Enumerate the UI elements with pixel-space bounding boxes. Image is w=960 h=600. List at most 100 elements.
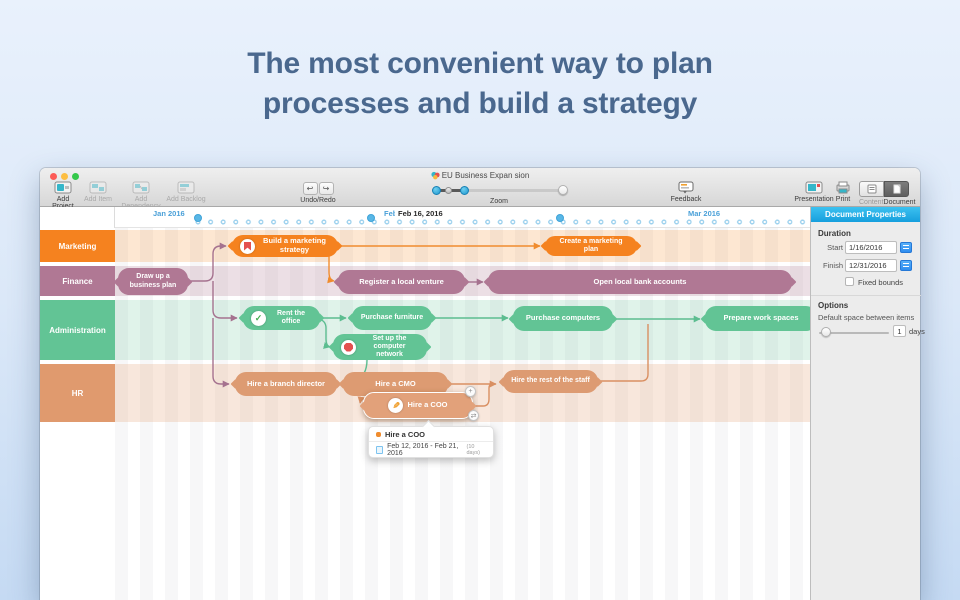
task-info-popup: Hire a COO Feb 12, 2016 - Feb 21, 2016 (…: [368, 420, 494, 458]
redo-icon: ↪: [322, 184, 330, 193]
timeline-marker[interactable]: [194, 214, 202, 222]
popup-date-range: Feb 12, 2016 - Feb 21, 2016: [387, 442, 459, 457]
zoom-knob[interactable]: [558, 185, 568, 195]
zoom-range-grip[interactable]: [445, 187, 452, 194]
redo-button[interactable]: ↪: [318, 182, 334, 195]
headline-line-2: processes and build a strategy: [262, 87, 698, 120]
add-backlog-button: Add Backlog: [166, 181, 206, 203]
add-item-button: Add Item: [82, 181, 114, 203]
task-node-prepare-spaces[interactable]: Prepare work spaces: [705, 306, 810, 331]
spacing-label: Default space between items: [818, 313, 915, 322]
task-node-hire-rest[interactable]: Hire the rest of the staff: [503, 370, 598, 393]
finish-calendar-button[interactable]: [900, 260, 912, 271]
lane-header-administration[interactable]: Administration: [40, 300, 115, 360]
link-task-button[interactable]: ⇄: [468, 410, 479, 421]
marketing-headline: The most convenient way to plan processe…: [0, 44, 960, 124]
popup-title-row: Hire a COO: [369, 427, 493, 442]
app-window: EU Business Expan sion Add Project Add I…: [40, 168, 925, 600]
add-project-button[interactable]: Add Project: [46, 181, 80, 210]
zoom-slider[interactable]: [432, 185, 568, 195]
plan-canvas[interactable]: Build a marketing strategy Create a mark…: [115, 228, 810, 600]
document-properties-panel: Document Properties Duration Start Finis…: [810, 207, 925, 600]
spacing-value-field[interactable]: [893, 325, 906, 337]
zoom-range-end-handle[interactable]: [460, 186, 469, 195]
popup-date-row: Feb 12, 2016 - Feb 21, 2016 (10 days): [369, 442, 493, 457]
document-icon: [893, 184, 900, 194]
check-icon: ✓: [251, 310, 266, 326]
zoom-label: Zoom: [490, 198, 508, 205]
app-icon: [431, 171, 440, 180]
lane-band-administration: [115, 300, 810, 360]
options-section-label: Options: [818, 301, 849, 310]
feedback-button[interactable]: Feedback: [666, 181, 706, 203]
add-dependency-button: Add Dependency: [116, 181, 166, 210]
content-tab[interactable]: [859, 181, 884, 197]
lane-header-finance[interactable]: Finance: [40, 266, 115, 296]
undo-icon: ↩: [306, 184, 314, 193]
task-node-create-plan[interactable]: Create a marketing plan: [545, 236, 637, 256]
feedback-icon: [678, 181, 694, 194]
add-item-icon: [89, 181, 107, 194]
zoom-range-start-handle[interactable]: [432, 186, 441, 195]
content-icon: [867, 184, 876, 194]
task-node-hire-director[interactable]: Hire a branch director: [235, 372, 337, 396]
spacing-slider[interactable]: [819, 332, 889, 334]
calendar-icon: [903, 245, 909, 250]
window-chrome: EU Business Expan sion Add Project Add I…: [40, 168, 920, 210]
timeline-date-tooltip: Feb 16, 2016: [395, 208, 446, 219]
task-node-open-accounts[interactable]: Open local bank accounts: [488, 270, 792, 294]
print-icon: [836, 181, 850, 194]
lane-header-hr[interactable]: HR: [40, 364, 115, 422]
task-node-build-strategy[interactable]: Build a marketing strategy: [232, 235, 338, 257]
task-node-hire-coo[interactable]: ✎ Hire a COO: [363, 392, 473, 419]
timeline-marker[interactable]: [367, 214, 375, 222]
traffic-lights: [50, 173, 79, 180]
start-label: Start: [827, 243, 843, 252]
start-calendar-button[interactable]: [900, 242, 912, 253]
zoom-window-button[interactable]: [72, 173, 79, 180]
timeline-marker[interactable]: [556, 214, 564, 222]
task-node-setup-network[interactable]: Set up the computer network: [333, 334, 427, 360]
task-node-rent-office[interactable]: ✓ Rent the office: [243, 306, 320, 330]
dependency-lines: [187, 242, 701, 407]
window-title: EU Business Expan sion: [40, 171, 920, 180]
lane-header-column: Marketing Finance Administration HR: [40, 228, 115, 600]
swap-icon: ⇄: [470, 412, 477, 420]
print-button[interactable]: Print: [830, 181, 856, 203]
presentation-button[interactable]: Presentation: [788, 181, 840, 203]
minimize-button[interactable]: [61, 173, 68, 180]
close-button[interactable]: [50, 173, 57, 180]
calendar-icon: [376, 445, 384, 454]
add-project-icon: [54, 181, 72, 194]
task-color-dot: [376, 431, 381, 437]
lane-header-marketing[interactable]: Marketing: [40, 230, 115, 262]
finish-date-field[interactable]: [845, 259, 897, 272]
view-mode-segment: Content Document: [858, 181, 915, 206]
task-node-purchase-furniture[interactable]: Purchase furniture: [352, 306, 432, 330]
undo-button[interactable]: ↩: [302, 182, 318, 195]
duration-section-label: Duration: [818, 229, 851, 238]
spacing-slider-knob[interactable]: [821, 327, 831, 337]
finish-label: Finish: [822, 261, 843, 270]
timeline-header: Jan 2016 Feb Feb 16, 2016 Mar 2016: [40, 207, 810, 228]
add-next-task-button[interactable]: +: [465, 386, 476, 397]
document-tab[interactable]: [884, 181, 909, 197]
panel-header: Document Properties: [811, 207, 920, 222]
task-node-purchase-computers[interactable]: Purchase computers: [513, 306, 613, 331]
timeline-month-mar: Mar 2016: [688, 209, 721, 218]
undo-redo-group: ↩ ↪ Undo/Redo: [300, 182, 336, 204]
popup-task-title: Hire a COO: [385, 429, 426, 439]
add-backlog-icon: [177, 181, 195, 194]
fixed-bounds-checkbox[interactable]: [845, 277, 854, 286]
pencil-icon: ✎: [388, 398, 404, 413]
spacing-unit-label: days: [909, 327, 925, 336]
bookmark-icon: [240, 238, 255, 254]
add-dependency-icon: [132, 181, 150, 194]
task-node-draw-up-plan[interactable]: Draw up a business plan: [118, 268, 188, 295]
task-node-register-venture[interactable]: Register a local venture: [338, 270, 465, 294]
headline-line-1: The most convenient way to plan: [247, 47, 713, 80]
timeline-month-jan: Jan 2016: [153, 209, 185, 218]
start-date-field[interactable]: [845, 241, 897, 254]
timeline-day-dots: [192, 218, 808, 226]
zoom-track[interactable]: [432, 189, 566, 192]
